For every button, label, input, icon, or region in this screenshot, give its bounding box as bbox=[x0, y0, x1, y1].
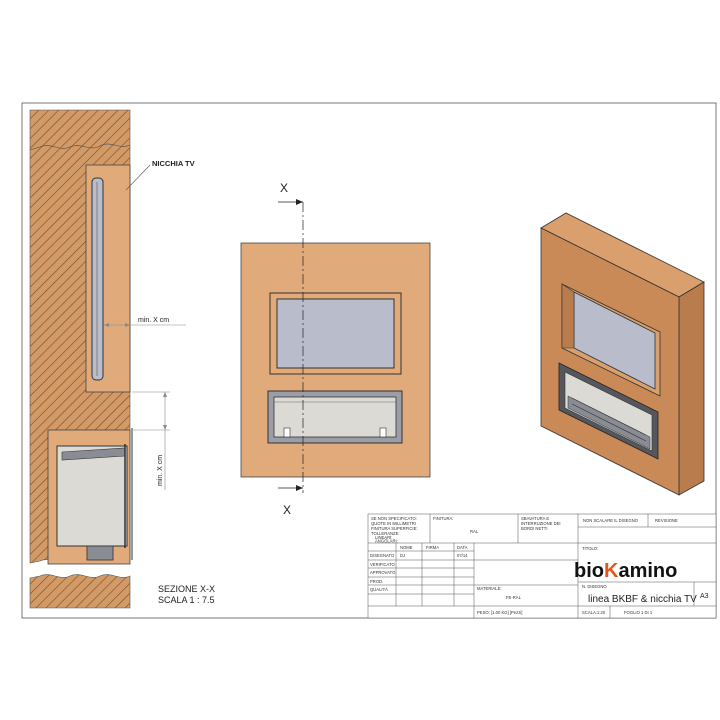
edges-note-3: BORDI NETTI bbox=[521, 526, 548, 531]
front-tv-screen bbox=[276, 298, 395, 369]
note-4: TOLLERANZE: bbox=[371, 531, 400, 536]
note-2: QUOTE IN MILLIMETRI bbox=[371, 521, 416, 526]
scale-cell: SCALA:1:20 bbox=[582, 610, 606, 615]
drawing-no-label: N. DISEGNO bbox=[582, 584, 607, 589]
note-6: ANGOLARI: bbox=[375, 539, 398, 544]
drawn-by: DJ bbox=[400, 553, 405, 558]
row-designed: DISEGNATO bbox=[370, 553, 395, 558]
fireplace-body bbox=[56, 445, 128, 547]
section-scale: SCALA 1 : 7.5 bbox=[158, 595, 215, 605]
drawing-title: linea BKBF & nicchia TV bbox=[588, 594, 697, 605]
title-label: TITOLO: bbox=[582, 546, 598, 551]
note-1: SE NON SPECIFICATO: bbox=[371, 516, 417, 521]
brand-k: K bbox=[604, 560, 619, 582]
edges-note-2: INTERRUZIONE DEI bbox=[521, 521, 561, 526]
brand-suffix: amino bbox=[618, 560, 677, 582]
no-scale-note: NON SCALARE IL DISEGNO bbox=[583, 518, 639, 523]
niche-depth-dimension: min. X cm bbox=[138, 317, 169, 324]
brand-prefix: bio bbox=[574, 560, 604, 582]
niche-tv-label: NICCHIA TV bbox=[152, 159, 195, 168]
col-signature: FIRMA bbox=[426, 545, 439, 550]
clearance-dimension: min. X cm bbox=[157, 455, 164, 486]
fireplace-foot bbox=[86, 545, 114, 561]
front-view bbox=[240, 199, 431, 493]
wall-section-bottom bbox=[29, 574, 131, 609]
isometric-view bbox=[540, 212, 705, 496]
iso-side-face bbox=[678, 281, 705, 496]
section-mark-bottom: X bbox=[283, 503, 291, 517]
material-label: MATERIALE: bbox=[477, 586, 502, 591]
wall-section-hatched bbox=[29, 109, 131, 151]
section-mark-top: X bbox=[280, 181, 288, 195]
brand-logo: bioKamino bbox=[574, 560, 677, 582]
front-fireplace-opening bbox=[273, 396, 397, 438]
sheet-cell: FOGLIO 1 DI 1 bbox=[624, 610, 653, 615]
row-verified: VERIFICATO bbox=[370, 562, 395, 567]
finish-label: FINITURA: bbox=[433, 516, 453, 521]
finish-value: RAL bbox=[470, 529, 479, 534]
drawn-date: 07/14 bbox=[457, 553, 468, 558]
section-view bbox=[29, 109, 186, 609]
row-quality: QUALITÀ bbox=[370, 587, 388, 592]
row-approved: APPROVATO bbox=[370, 570, 396, 575]
tv-profile bbox=[91, 177, 104, 381]
sheet-size: A3 bbox=[700, 593, 709, 600]
col-date: DATA bbox=[457, 545, 468, 550]
revision-label: REVISIONE bbox=[655, 518, 678, 523]
material-value: FE-RAL bbox=[506, 595, 522, 600]
row-production: PROD. bbox=[370, 579, 383, 584]
note-5: LINEARI: bbox=[375, 535, 392, 540]
note-3: FINITURA SUPERFICIE: bbox=[371, 526, 418, 531]
title-block bbox=[367, 513, 717, 619]
section-title: SEZIONE X-X bbox=[158, 584, 215, 594]
weight-label: PESO: [1.00 KG] [Pezzi] bbox=[477, 610, 522, 615]
edges-note-1: SBAVATURA E bbox=[521, 516, 549, 521]
col-name: NOME bbox=[400, 545, 413, 550]
